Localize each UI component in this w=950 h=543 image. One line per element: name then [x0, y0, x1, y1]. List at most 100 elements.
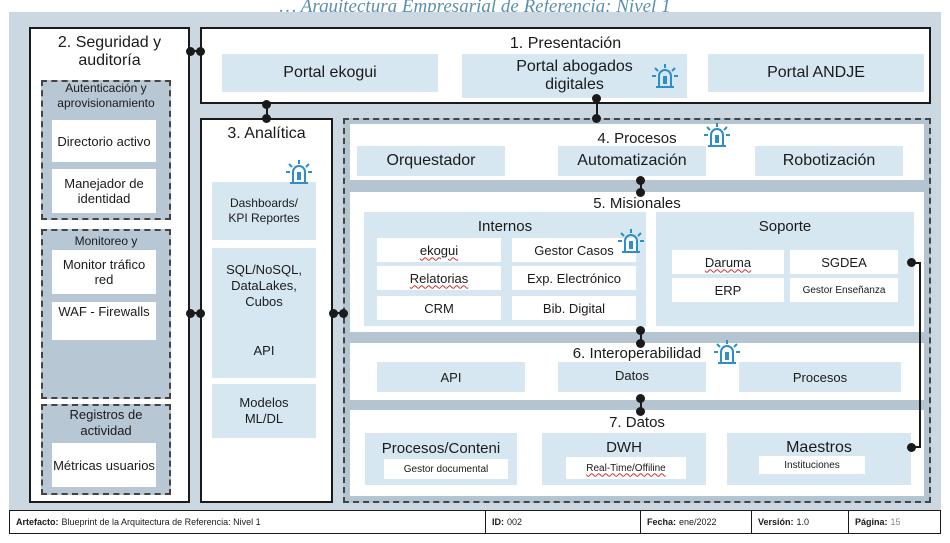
- dashboards-label: Dashboards/ KPI Reportes: [228, 196, 300, 225]
- modelos-box: Modelos ML/DL: [212, 384, 316, 438]
- interop-procesos-label: Procesos: [792, 369, 848, 385]
- connector-dot: [636, 339, 645, 348]
- interop-datos-label: Datos: [615, 368, 649, 383]
- connector-dot: [329, 309, 338, 318]
- sop-gestor-ensenanza-box: Gestor Enseñanza: [790, 278, 898, 302]
- siren-icon: [618, 229, 644, 253]
- sop-sgdea-box: SGDEA: [790, 250, 898, 274]
- connector-seg-pres: [190, 50, 200, 52]
- footer-fecha-label: Fecha:: [647, 517, 677, 527]
- footer-version-label: Versión:: [758, 517, 794, 527]
- connector-dot: [636, 394, 645, 403]
- siren-icon: [714, 340, 740, 364]
- connector-right-bottom: [911, 446, 921, 448]
- sop-gestor-ensenanza-label: Gestor Enseñanza: [802, 284, 886, 296]
- datos-dwh-title: DWH: [606, 439, 642, 456]
- connector-dot: [186, 47, 195, 56]
- connector-right-vertical: [919, 262, 921, 448]
- footer-id-value: 002: [507, 517, 523, 527]
- dwh-realtime-label: Real-Time/Offiline: [586, 462, 666, 474]
- robotizacion-box: Robotización: [755, 146, 903, 176]
- datos-maestros-title: Maestros: [786, 439, 852, 456]
- connector-seg-analitica: [190, 312, 200, 314]
- manejador-identidad-label: Manejador de identidad: [64, 176, 144, 206]
- int-exp-electronico-box: Exp. Electrónico: [512, 266, 636, 290]
- connector-dot: [262, 114, 271, 123]
- gestor-documental-box: Gestor documental: [384, 459, 508, 479]
- instituciones-label: Instituciones: [784, 459, 840, 471]
- monitor-trafico-box: Monitor tráfico red: [52, 250, 156, 294]
- connector-dot: [636, 176, 645, 185]
- connector-pres-core: [596, 98, 598, 118]
- presentacion-title: 1. Presentación: [509, 35, 622, 52]
- interop-api-label: API: [440, 369, 462, 385]
- datos-title: 7. Datos: [609, 414, 665, 431]
- footer-pagina-label: Página:: [855, 517, 888, 527]
- connector-analitica-core: [333, 312, 343, 314]
- int-relatorias-label: Relatorias: [409, 270, 469, 286]
- manejador-identidad-box: Manejador de identidad: [52, 169, 156, 213]
- monitoreo-title: Monitoreo y: [74, 234, 138, 248]
- portal-abogados-box: Portal abogados digitales: [462, 54, 687, 98]
- footer-id-label: ID:: [492, 517, 504, 527]
- analitica-title: 3. Analítica: [227, 125, 306, 142]
- int-ekogui-label: ekogui: [419, 242, 459, 258]
- analitica-api-label: API: [253, 342, 275, 358]
- siren-icon: [704, 123, 730, 147]
- internos-title: Internos: [477, 218, 533, 235]
- int-gestor-casos-label: Gestor Casos: [534, 242, 614, 258]
- interop-datos-box: Datos: [558, 362, 706, 392]
- int-crm-box: CRM: [377, 296, 501, 320]
- int-crm-label: CRM: [424, 300, 454, 316]
- instituciones-box: Instituciones: [759, 456, 865, 474]
- int-gestor-casos-box: Gestor Casos: [512, 238, 636, 262]
- portal-ekogui-box: Portal ekogui: [222, 54, 438, 92]
- sop-daruma-label: Daruma: [704, 254, 752, 270]
- connector-dot: [636, 407, 645, 416]
- int-bib-digital-label: Bib. Digital: [542, 300, 606, 316]
- int-bib-digital-box: Bib. Digital: [512, 296, 636, 320]
- connector-interop-datos: [640, 398, 642, 412]
- connector-dot: [592, 94, 601, 103]
- connector-dot: [186, 309, 195, 318]
- robotizacion-label: Robotización: [782, 152, 876, 169]
- int-exp-electronico-label: Exp. Electrónico: [527, 270, 621, 286]
- orquestador-label: Orquestador: [386, 152, 476, 169]
- modelos-label: Modelos ML/DL: [239, 395, 289, 426]
- automatizacion-label: Automatización: [577, 152, 687, 169]
- connector-dot: [907, 443, 916, 452]
- connector-dot: [636, 188, 645, 197]
- siren-icon: [286, 160, 312, 184]
- footer-version: Versión: 1.0: [752, 511, 849, 533]
- footer-pagina-value: 15: [890, 517, 901, 527]
- procesos-title: 4. Procesos: [597, 130, 677, 147]
- portal-ekogui-label: Portal ekogui: [283, 64, 377, 81]
- connector-procesos-misionales: [640, 180, 642, 194]
- metricas-usuarios-box: Métricas usuarios: [52, 443, 156, 487]
- portal-abogados-label: Portal abogados digitales: [516, 58, 633, 93]
- gestor-documental-label: Gestor documental: [403, 463, 489, 475]
- footer-artefacto-label: Artefacto:: [16, 517, 59, 527]
- soporte-title: Soporte: [758, 218, 812, 235]
- orquestador-box: Orquestador: [357, 146, 505, 176]
- sop-erp-label: ERP: [714, 282, 742, 298]
- monitor-trafico-label: Monitor tráfico red: [62, 257, 146, 287]
- connector-dot: [907, 258, 916, 267]
- interoperabilidad-title: 6. Interoperabilidad: [572, 345, 702, 362]
- analitica-api-box: API: [212, 322, 316, 378]
- int-relatorias-box: Relatorias: [377, 266, 501, 290]
- waf-firewalls-label: WAF - Firewalls: [58, 304, 150, 319]
- misionales-title: 5. Misionales: [593, 195, 681, 212]
- connector-dot: [196, 309, 205, 318]
- directorio-activo-box: Directorio activo: [52, 120, 156, 162]
- portal-andje-label: Portal ANDJE: [767, 64, 865, 81]
- siren-icon: [652, 64, 678, 88]
- sql-nosql-label: SQL/NoSQL, DataLakes, Cubos: [226, 262, 302, 309]
- portal-andje-box: Portal ANDJE: [708, 54, 924, 92]
- directorio-activo-label: Directorio activo: [57, 133, 151, 149]
- connector-dot: [196, 47, 205, 56]
- footer-version-value: 1.0: [796, 517, 810, 527]
- footer-bar: Artefacto: Blueprint de la Arquitectura …: [9, 510, 941, 534]
- footer-artefacto: Artefacto: Blueprint de la Arquitectura …: [10, 511, 486, 533]
- connector-pres-analitica: [266, 104, 268, 118]
